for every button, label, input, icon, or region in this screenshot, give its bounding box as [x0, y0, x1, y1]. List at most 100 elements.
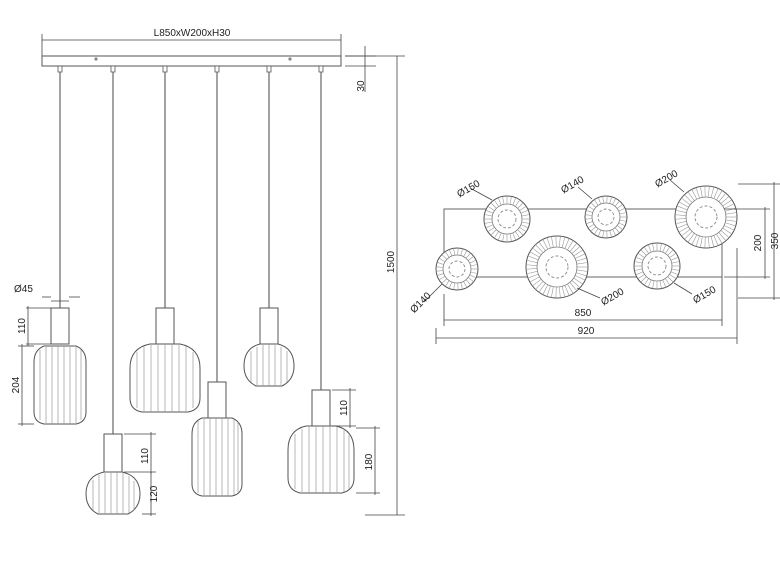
rib-tick	[526, 259, 538, 263]
rib-tick	[502, 233, 505, 242]
rib-tick	[467, 277, 474, 282]
rib-tick	[707, 236, 710, 248]
top-view: Ø150 Ø140 Ø200 Ø140 Ø200 Ø150 850	[409, 168, 780, 344]
outer-width-dimension: 920	[435, 248, 738, 344]
ribbed-glass-shade	[287, 425, 355, 494]
rib-tick	[587, 205, 595, 211]
rib-tick	[597, 197, 602, 205]
shade-label: Ø150	[673, 282, 718, 306]
rib-tick	[551, 236, 554, 248]
rib-tick	[637, 274, 645, 280]
rib-tick	[467, 256, 474, 261]
rib-tick	[670, 271, 679, 276]
rib-tick	[526, 264, 538, 266]
rib-tick	[576, 272, 587, 277]
rib-tick	[718, 192, 727, 202]
rib-tick	[437, 273, 444, 276]
rib-tick	[502, 196, 505, 205]
rib-tick	[593, 228, 599, 235]
total-height-label: 1500	[386, 250, 397, 273]
rib-tick	[609, 230, 612, 238]
rib-tick	[681, 228, 691, 237]
rib-tick	[707, 186, 710, 198]
rib-tick	[448, 249, 453, 257]
rib-tick	[723, 203, 735, 209]
rib-tick	[720, 230, 730, 238]
rib-tick	[652, 243, 655, 252]
row-offset-label: 200	[753, 234, 764, 251]
rib-tick	[684, 231, 693, 240]
rib-tick	[509, 233, 512, 242]
rib-tick	[529, 276, 540, 283]
rib-tick	[602, 196, 605, 204]
rib-tick	[535, 244, 544, 253]
rib-tick	[438, 275, 446, 281]
rib-tick	[713, 188, 719, 199]
rib-tick	[542, 239, 549, 250]
shade-diameter-label: Ø150	[455, 178, 482, 200]
rib-tick	[670, 256, 679, 261]
rib-tick	[484, 214, 493, 217]
rib-tick	[634, 261, 643, 264]
lamp-holder	[155, 307, 175, 345]
rib-tick	[676, 223, 688, 229]
rib-tick	[571, 246, 581, 254]
shade-label: Ø140	[559, 174, 593, 200]
shade-top-view	[674, 185, 738, 249]
rib-tick	[612, 198, 617, 205]
rib-tick	[619, 212, 627, 215]
rib-tick	[700, 186, 703, 198]
rib-tick	[470, 264, 478, 267]
rib-tick	[590, 226, 597, 232]
rib-tick	[470, 271, 478, 274]
rib-tick	[665, 246, 671, 254]
rib-tick	[681, 197, 691, 206]
rib-tick	[618, 207, 626, 212]
rib-tick	[586, 210, 593, 213]
rib-tick	[453, 282, 456, 290]
rib-tick	[667, 249, 674, 256]
rib-tick	[484, 221, 493, 224]
rib-tick	[612, 229, 617, 236]
rib-tick	[469, 259, 477, 264]
canopy-height-label: 30	[356, 80, 367, 92]
canopy	[41, 55, 342, 67]
rib-tick	[538, 283, 546, 293]
cord-clamps	[57, 65, 324, 73]
rib-tick	[684, 194, 693, 203]
rib-tick	[662, 279, 667, 288]
shade-top-view	[584, 195, 628, 239]
rib-tick	[652, 280, 655, 289]
rib-tick	[667, 276, 674, 283]
rib-tick	[574, 253, 586, 259]
rib-tick	[676, 205, 688, 211]
rib-tick	[614, 227, 620, 234]
rib-tick	[637, 252, 645, 258]
rib-tick	[527, 255, 539, 261]
rib-tick	[444, 251, 450, 258]
rib-tick	[671, 268, 680, 271]
rib-tick	[616, 225, 623, 230]
rib-tick	[529, 251, 540, 258]
shade-label: Ø200	[576, 286, 626, 308]
rib-tick	[569, 282, 578, 292]
rib-tick	[635, 256, 644, 261]
rib-tick	[487, 205, 495, 211]
rib-tick	[720, 196, 730, 204]
rib-tick	[725, 219, 737, 222]
rib-tick	[453, 248, 456, 256]
shade-label: Ø200	[653, 168, 685, 193]
rib-tick	[725, 207, 736, 212]
rib-tick	[647, 279, 652, 288]
rib-tick	[564, 238, 570, 249]
rib-tick	[640, 276, 647, 283]
rib-tick	[485, 209, 494, 214]
rib-tick	[520, 224, 529, 229]
mounting-screw	[288, 57, 292, 61]
side-view: L850xW200xH30 30 1500	[11, 28, 405, 516]
ribbed-glass-shade	[191, 417, 243, 497]
shade-diameter-label: Ø200	[599, 286, 626, 308]
lamp-holder	[103, 433, 123, 473]
rib-tick	[576, 262, 588, 265]
rib-tick	[564, 285, 570, 296]
